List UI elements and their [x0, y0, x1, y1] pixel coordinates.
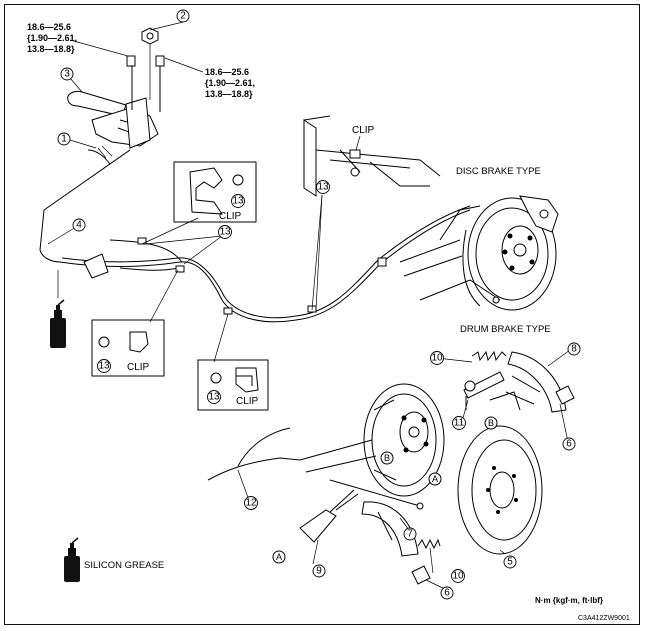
drum-brake-type-label: DRUM BRAKE TYPE	[460, 324, 551, 335]
svg-text:CLIP: CLIP	[219, 211, 242, 222]
callouts: 1 2 3 4 5 6 6 7 8 9 10 10 11 12 13 13 13…	[57, 9, 581, 600]
callout-3: 3	[60, 67, 74, 81]
svg-text:13: 13	[232, 196, 244, 207]
ref-b-left: B	[380, 451, 394, 465]
svg-text:5: 5	[507, 557, 513, 568]
brake-shoe-upper	[489, 351, 567, 413]
ref-a-lower: A	[272, 550, 286, 564]
clip-inset-lower: CLIP	[197, 359, 269, 411]
callout-2: 2	[176, 9, 190, 23]
callout-4: 4	[72, 218, 86, 232]
svg-text:6: 6	[566, 439, 572, 450]
figure-code: C3A412ZW9001	[578, 615, 630, 622]
callout-13-cable: 13	[218, 225, 232, 239]
svg-text:1: 1	[61, 134, 67, 145]
svg-text:{1.90—2.61,: {1.90—2.61,	[27, 33, 77, 43]
ref-b-right: B	[484, 416, 498, 430]
svg-text:B: B	[488, 418, 494, 428]
front-cable-upper	[39, 149, 131, 251]
svg-text:CLIP: CLIP	[127, 362, 150, 373]
silicon-grease-legend: SILICON GREASE	[64, 537, 164, 582]
callout-10b: 10	[451, 569, 465, 583]
svg-text:9: 9	[316, 566, 322, 577]
svg-text:{1.90—2.61,: {1.90—2.61,	[205, 78, 255, 88]
svg-text:6: 6	[444, 588, 450, 599]
clip-inset-upper: CLIP	[173, 161, 257, 223]
callout-1: 1	[57, 132, 71, 146]
svg-text:A: A	[432, 474, 438, 484]
callout-13-inset1: 13	[231, 194, 245, 208]
svg-text:CLIP: CLIP	[236, 396, 259, 407]
shoe-adjuster	[463, 371, 505, 410]
svg-text:13.8—18.8}: 13.8—18.8}	[205, 89, 253, 99]
return-spring-upper	[471, 350, 507, 362]
svg-text:13: 13	[317, 182, 329, 193]
rear-cable	[207, 457, 301, 481]
callout-7: 7	[403, 527, 417, 541]
callout-8: 8	[567, 342, 581, 356]
svg-text:A: A	[276, 552, 282, 562]
clip-inset-middle: CLIP	[91, 319, 165, 377]
callout-13-inset3: 13	[207, 390, 221, 404]
callout-6a: 6	[562, 437, 576, 451]
svg-text:10: 10	[431, 353, 443, 364]
svg-text:7: 7	[407, 529, 413, 540]
svg-text:3: 3	[64, 69, 70, 80]
svg-text:13: 13	[208, 392, 220, 403]
svg-text:8: 8	[571, 344, 577, 355]
svg-text:CLIP: CLIP	[352, 125, 375, 136]
svg-text:18.6—25.6: 18.6—25.6	[27, 22, 71, 32]
silicon-grease-legend-icon	[64, 537, 80, 582]
svg-text:SILICON GREASE: SILICON GREASE	[84, 560, 164, 571]
disc-brake-type-label: DISC BRAKE TYPE	[456, 166, 541, 177]
callout-6b: 6	[440, 586, 454, 600]
parking-brake-lever-assembly	[67, 27, 165, 165]
brake-shoe-lower	[361, 501, 419, 557]
svg-text:13: 13	[98, 361, 110, 372]
clip-detail-top: CLIP	[303, 115, 441, 197]
svg-text:2: 2	[180, 11, 186, 22]
svg-text:10: 10	[452, 571, 464, 582]
svg-text:B: B	[384, 453, 390, 463]
svg-text:18.6—25.6: 18.6—25.6	[205, 67, 249, 77]
units-label: N·m {kgf·m, ft·lbf}	[535, 596, 603, 605]
callout-13-top: 13	[316, 180, 330, 194]
callout-12: 12	[244, 496, 258, 510]
callout-5: 5	[503, 555, 517, 569]
retaining-clip-lower	[411, 565, 431, 585]
svg-text:4: 4	[76, 220, 82, 231]
retaining-clip-right	[555, 385, 575, 405]
svg-text:13.8—18.8}: 13.8—18.8}	[27, 44, 75, 54]
callout-13-inset2: 13	[97, 359, 111, 373]
callout-10a: 10	[430, 351, 444, 365]
drum-brake-backing-plate	[299, 383, 445, 510]
svg-text:12: 12	[245, 498, 257, 509]
callout-9: 9	[312, 564, 326, 578]
torque-spec-upper-left: 18.6—25.6 {1.90—2.61, 13.8—18.8}	[27, 22, 77, 54]
return-spring-lower	[417, 538, 441, 550]
silicon-grease-bottle-icon	[50, 299, 66, 348]
torque-spec-right: 18.6—25.6 {1.90—2.61, 13.8—18.8}	[205, 67, 255, 99]
parking-brake-shoe-lever	[299, 489, 359, 543]
ref-a-upper: A	[428, 472, 442, 486]
svg-text:11: 11	[454, 418, 465, 429]
disc-brake-assembly	[399, 195, 559, 311]
callout-11: 11	[452, 416, 466, 430]
brake-drum	[457, 425, 543, 555]
svg-text:13: 13	[219, 227, 231, 238]
